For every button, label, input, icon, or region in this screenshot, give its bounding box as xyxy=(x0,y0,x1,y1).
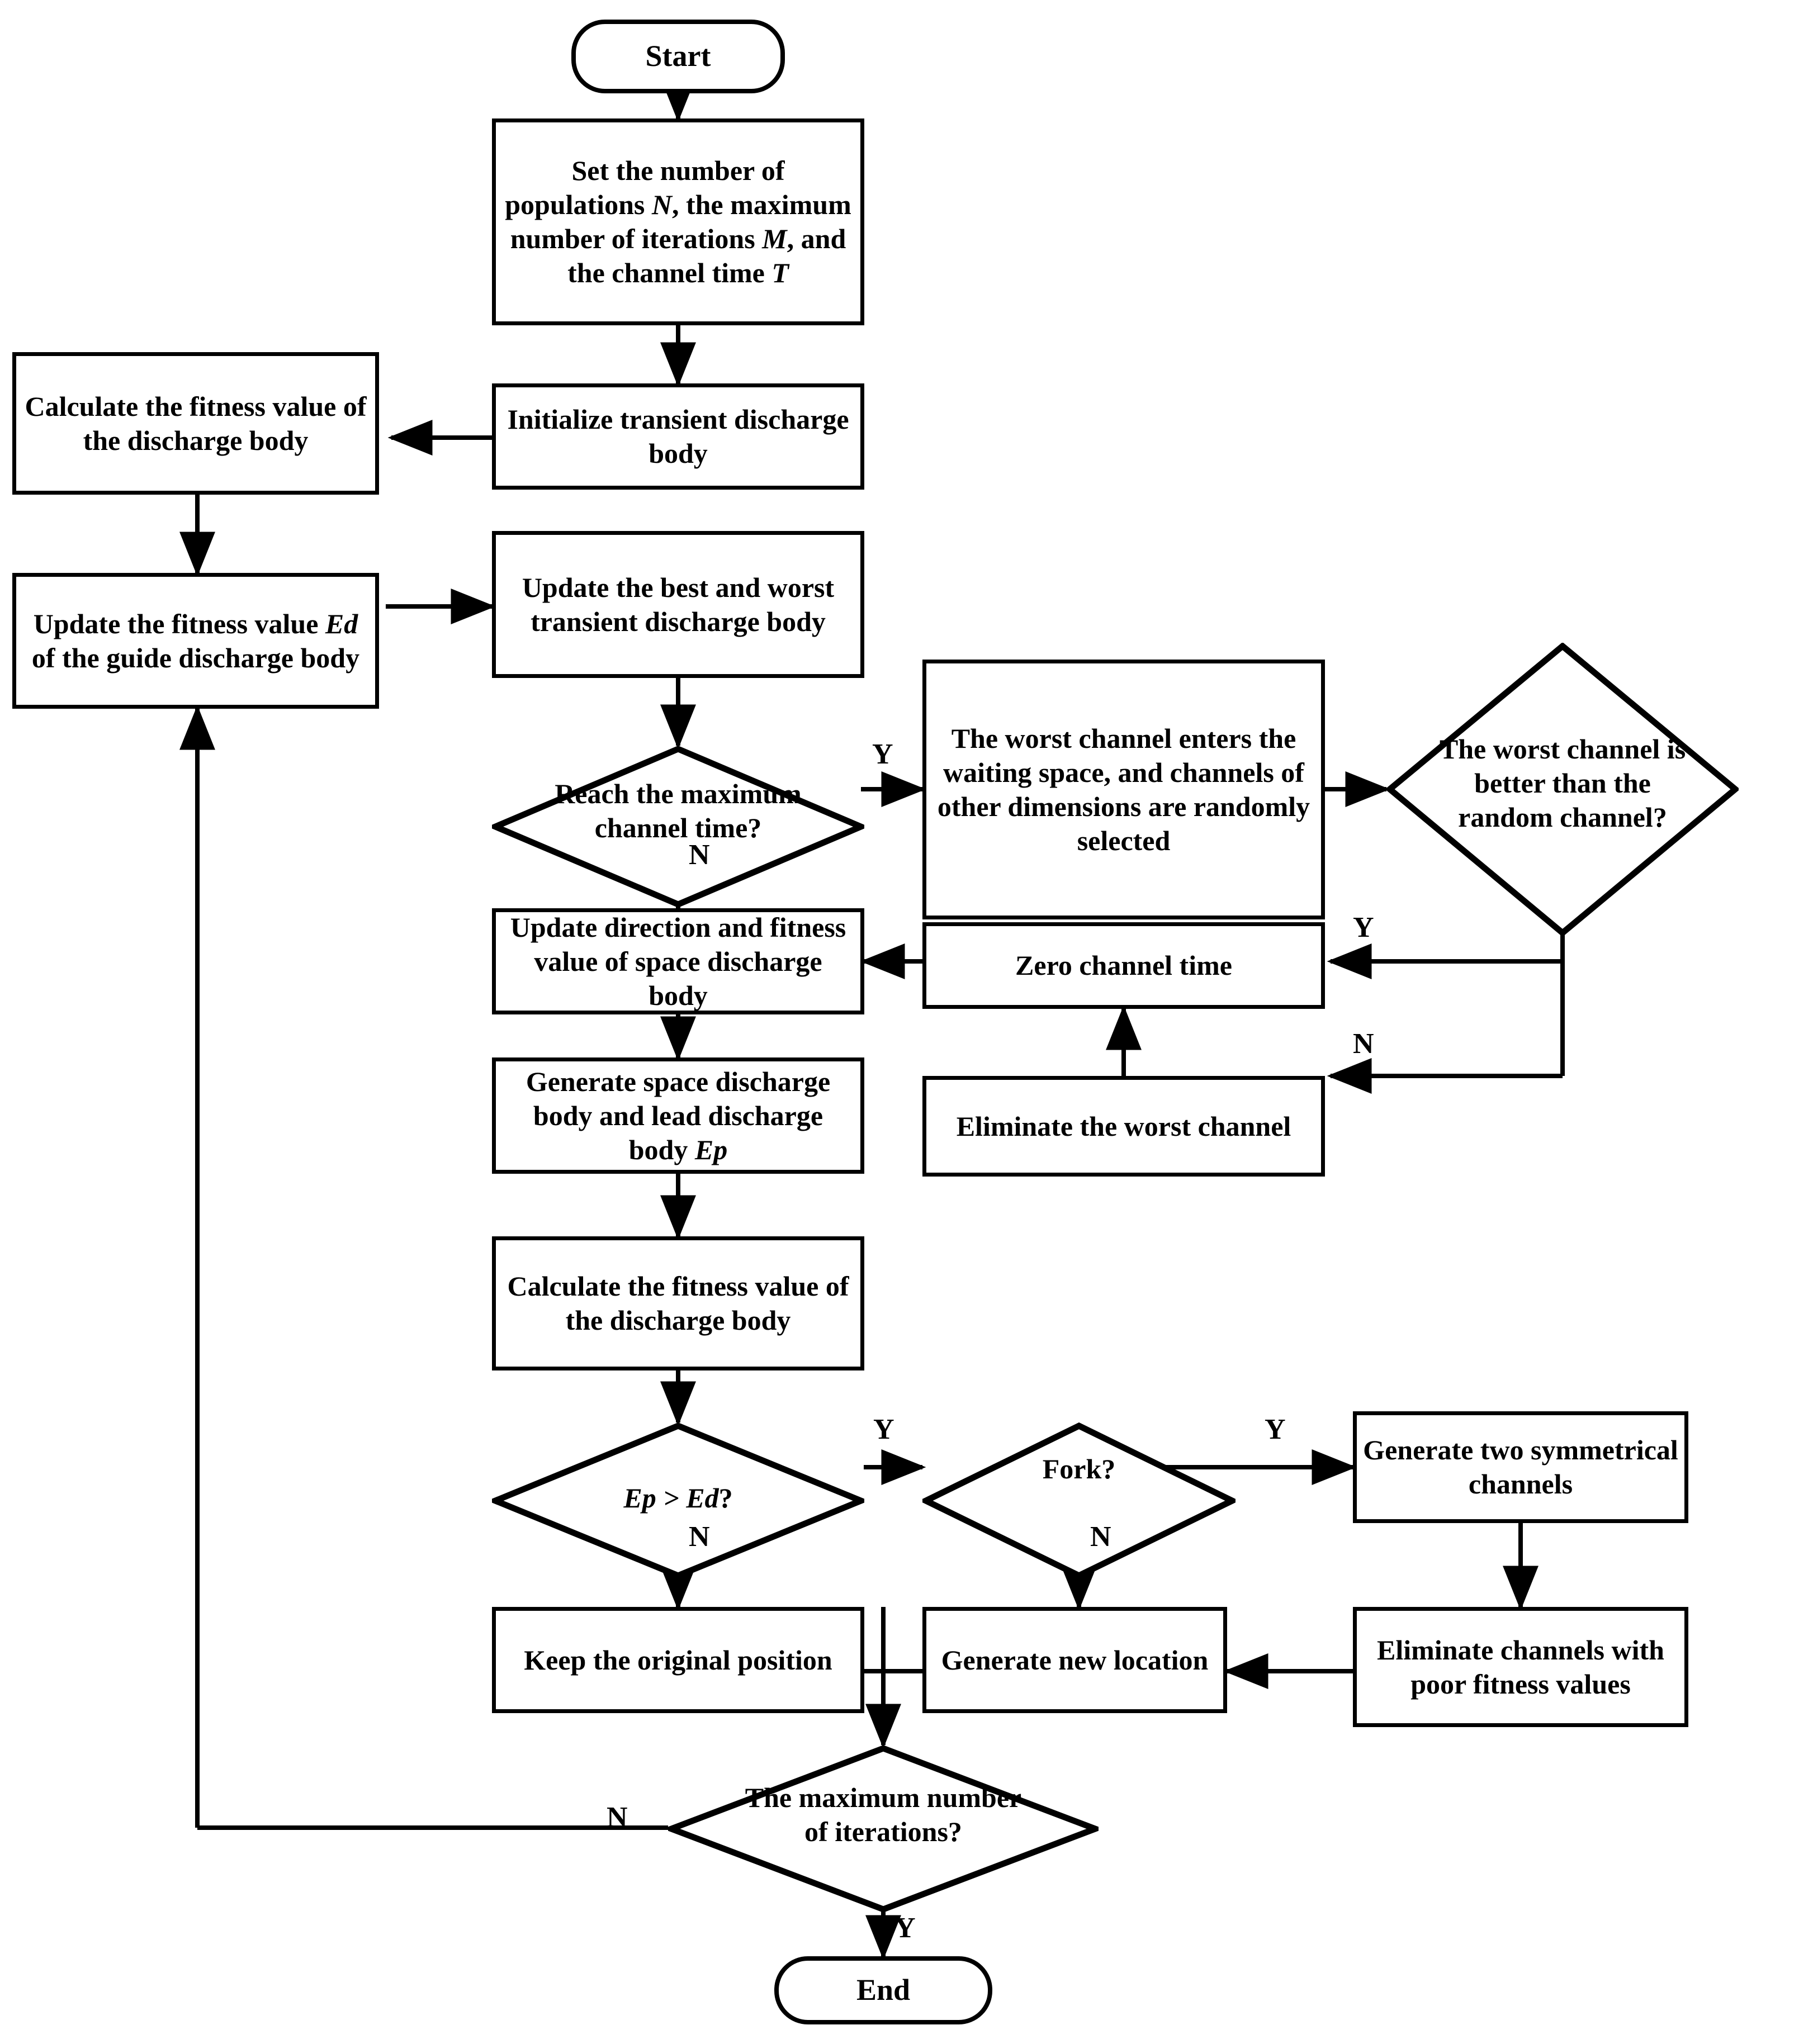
edge-label-ep-gt-ed-no: N xyxy=(689,1521,710,1553)
edge-label-worst-better-no: N xyxy=(1353,1028,1374,1060)
node-update-best-worst[interactable]: Update the best and worst transient disc… xyxy=(492,531,864,678)
node-initialize-transient[interactable]: Initialize transient discharge body xyxy=(492,383,864,490)
edge-label-reach-max-time-no: N xyxy=(689,839,710,871)
node-keep-original-position-label: Keep the original position xyxy=(524,1644,832,1676)
edge-label-reach-max-time-yes: Y xyxy=(872,738,893,770)
edge-label-ep-gt-ed-yes: Y xyxy=(873,1414,894,1445)
node-generate-new-location-label: Generate new location xyxy=(941,1644,1209,1676)
node-worst-enters-waiting-label: The worst channel enters the waiting spa… xyxy=(937,722,1310,856)
edge-label-fork-no: N xyxy=(1090,1521,1111,1553)
node-set-params[interactable]: Set the number of populations N, the max… xyxy=(492,118,864,325)
node-eliminate-worst-channel[interactable]: Eliminate the worst channel xyxy=(922,1076,1325,1177)
node-generate-new-location[interactable]: Generate new location xyxy=(922,1607,1227,1713)
node-fork[interactable] xyxy=(922,1422,1236,1579)
node-zero-channel-time-label: Zero channel time xyxy=(1015,950,1232,981)
edge-label-fork-yes: Y xyxy=(1265,1414,1286,1445)
node-eliminate-worst-channel-label: Eliminate the worst channel xyxy=(956,1110,1291,1142)
node-generate-two-symmetrical[interactable]: Generate two symmetrical channels xyxy=(1353,1411,1688,1523)
node-update-best-worst-label: Update the best and worst transient disc… xyxy=(522,571,835,637)
node-calculate-fitness-left[interactable]: Calculate the fitness value of the disch… xyxy=(12,352,379,495)
node-update-direction[interactable]: Update direction and fitness value of sp… xyxy=(492,908,864,1014)
node-generate-space-body-label: Generate space discharge body and lead d… xyxy=(526,1065,831,1165)
edge-label-worst-better-yes: Y xyxy=(1353,912,1374,943)
node-calculate-fitness-mid-label: Calculate the fitness value of the disch… xyxy=(507,1270,849,1336)
node-zero-channel-time[interactable]: Zero channel time xyxy=(922,922,1325,1009)
node-reach-max-channel-time[interactable] xyxy=(492,746,864,908)
node-max-iterations[interactable] xyxy=(668,1745,1099,1913)
node-start[interactable]: Start xyxy=(571,20,785,93)
node-end[interactable]: End xyxy=(774,1956,992,2024)
node-start-label: Start xyxy=(645,39,711,73)
node-eliminate-poor-fitness[interactable]: Eliminate channels with poor fitness val… xyxy=(1353,1607,1688,1727)
edge-label-max-iterations-no: N xyxy=(607,1801,628,1833)
node-update-direction-label: Update direction and fitness value of sp… xyxy=(510,911,846,1011)
edge-label-max-iterations-yes: Y xyxy=(894,1912,916,1944)
node-eliminate-poor-fitness-label: Eliminate channels with poor fitness val… xyxy=(1377,1634,1664,1700)
node-end-label: End xyxy=(856,1973,911,2007)
node-calculate-fitness-mid[interactable]: Calculate the fitness value of the disch… xyxy=(492,1236,864,1370)
node-generate-two-symmetrical-label: Generate two symmetrical channels xyxy=(1363,1434,1678,1500)
node-update-ed-label: Update the fitness value Ed of the guide… xyxy=(31,608,360,674)
node-generate-space-body[interactable]: Generate space discharge body and lead d… xyxy=(492,1057,864,1174)
node-set-params-label: Set the number of populations N, the max… xyxy=(505,155,851,288)
node-worst-enters-waiting[interactable]: The worst channel enters the waiting spa… xyxy=(922,660,1325,919)
node-ep-greater-ed[interactable] xyxy=(492,1422,864,1579)
node-update-ed[interactable]: Update the fitness value Ed of the guide… xyxy=(12,573,379,709)
node-worst-better-than-random[interactable] xyxy=(1386,643,1739,936)
node-initialize-transient-label: Initialize transient discharge body xyxy=(507,404,849,469)
node-keep-original-position[interactable]: Keep the original position xyxy=(492,1607,864,1713)
node-calculate-fitness-left-label: Calculate the fitness value of the disch… xyxy=(25,390,367,456)
